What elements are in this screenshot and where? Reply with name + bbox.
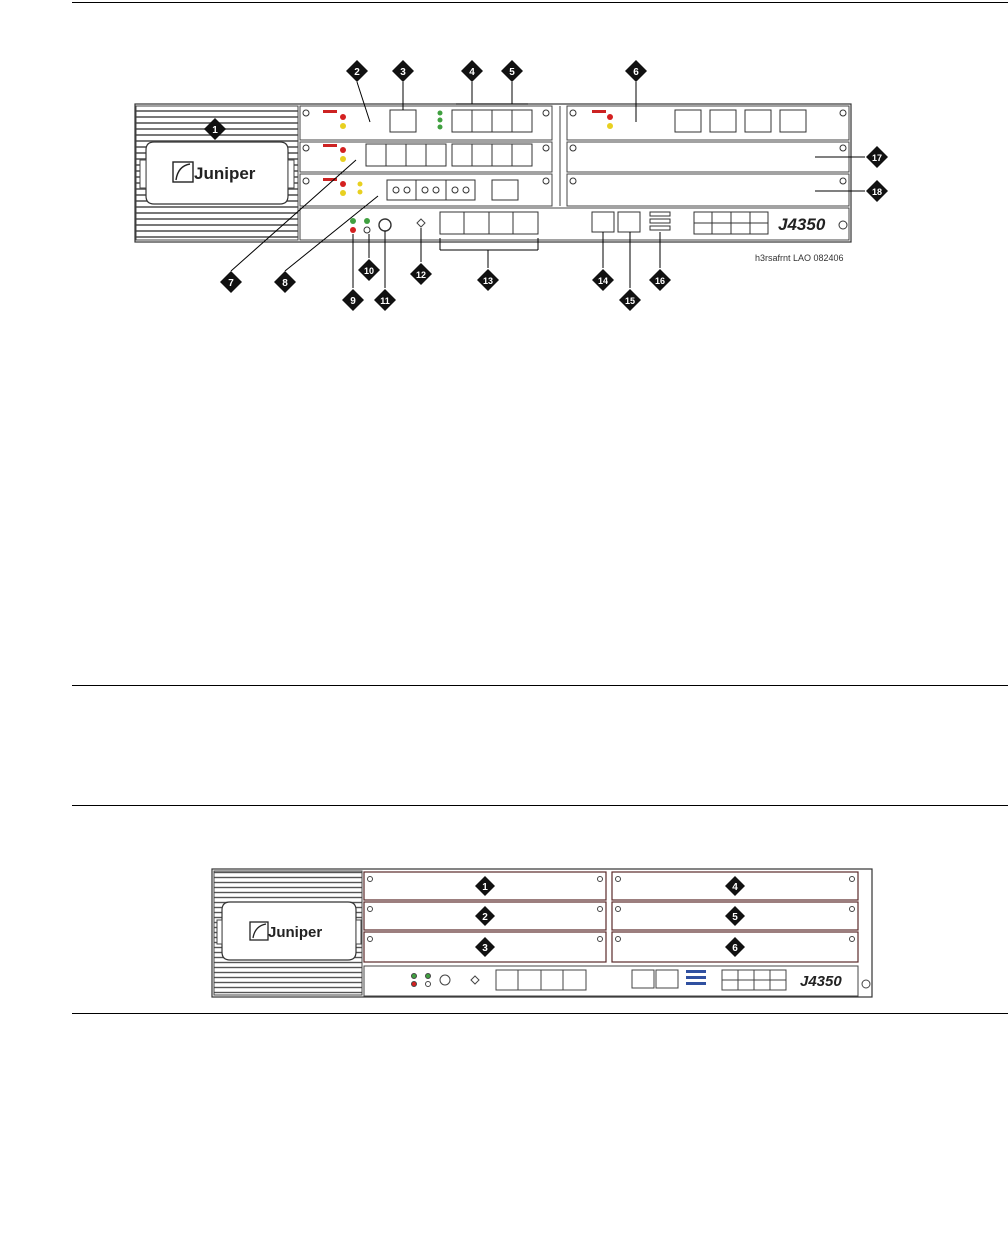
callout-12: 12	[410, 263, 432, 285]
slot-callout-3: 3	[475, 937, 495, 957]
svg-text:13: 13	[483, 276, 493, 286]
callout-4: 4	[461, 60, 483, 82]
figure-slot-numbering: Juniper J4350 1 2	[0, 860, 1008, 1005]
callout-8: 8	[274, 271, 296, 293]
svg-text:16: 16	[655, 276, 665, 286]
figure1-caption: h3rsafrnt LAO 082406	[755, 253, 844, 263]
callout-6: 6	[625, 60, 647, 82]
slot-screws-2	[367, 876, 871, 989]
svg-text:17: 17	[872, 153, 882, 163]
svg-text:5: 5	[732, 912, 738, 923]
svg-text:1: 1	[482, 882, 488, 893]
svg-text:6: 6	[732, 943, 738, 954]
module-ports	[365, 109, 807, 235]
svg-text:9: 9	[350, 296, 356, 307]
svg-text:5: 5	[509, 67, 515, 78]
callout-16: 16	[649, 269, 671, 291]
re-controls	[350, 218, 426, 234]
chassis2-model-text: J4350	[800, 973, 842, 990]
svg-text:12: 12	[416, 270, 426, 280]
slot-callout-4: 4	[725, 876, 745, 896]
callout-13: 13	[477, 269, 499, 291]
callout-9: 9	[342, 289, 364, 311]
slot-callout-2: 2	[475, 906, 495, 926]
figure-front-panel-callouts: Juniper	[0, 0, 1008, 330]
thumbscrews	[302, 109, 848, 230]
figure1-svg: Juniper	[134, 60, 888, 311]
svg-text:3: 3	[482, 943, 488, 954]
routing-engine-2	[363, 965, 859, 997]
callout-15: 15	[619, 289, 641, 311]
slot-callout-5: 5	[725, 906, 745, 926]
section-rule-1	[72, 685, 1008, 686]
callout-1: 1	[204, 118, 226, 140]
bezel2-brand-text: Juniper	[268, 924, 322, 941]
callout-7: 7	[220, 271, 242, 293]
svg-text:4: 4	[469, 67, 475, 78]
slot-callout-6: 6	[725, 937, 745, 957]
callout-leader-lines	[230, 81, 865, 288]
chassis-model-text: J4350	[778, 215, 826, 234]
front-bezel-2: Juniper	[213, 870, 363, 996]
svg-text:2: 2	[354, 67, 360, 78]
callout-11: 11	[374, 289, 396, 311]
callout-2: 2	[346, 60, 368, 82]
svg-text:10: 10	[364, 266, 374, 276]
figure2-svg: Juniper J4350 1 2	[211, 868, 873, 998]
svg-text:18: 18	[872, 187, 882, 197]
top-rule	[72, 2, 1008, 3]
svg-text:1: 1	[212, 125, 218, 136]
svg-text:8: 8	[282, 278, 288, 289]
callout-3: 3	[392, 60, 414, 82]
module-leds	[323, 110, 613, 196]
callout-18: 18	[866, 180, 888, 202]
callout-5: 5	[501, 60, 523, 82]
bezel-brand-text: Juniper	[194, 164, 256, 183]
svg-text:14: 14	[598, 276, 608, 286]
section-rule-3	[72, 1013, 1008, 1014]
svg-text:15: 15	[625, 296, 635, 306]
svg-text:6: 6	[633, 67, 639, 78]
callout-10: 10	[358, 259, 380, 281]
svg-text:2: 2	[482, 912, 488, 923]
slot-callout-1: 1	[475, 876, 495, 896]
svg-text:4: 4	[732, 882, 738, 893]
svg-text:11: 11	[380, 296, 390, 306]
callout-14: 14	[592, 269, 614, 291]
svg-text:7: 7	[228, 278, 234, 289]
svg-text:3: 3	[400, 67, 406, 78]
section-rule-2	[72, 805, 1008, 806]
callout-17: 17	[866, 146, 888, 168]
